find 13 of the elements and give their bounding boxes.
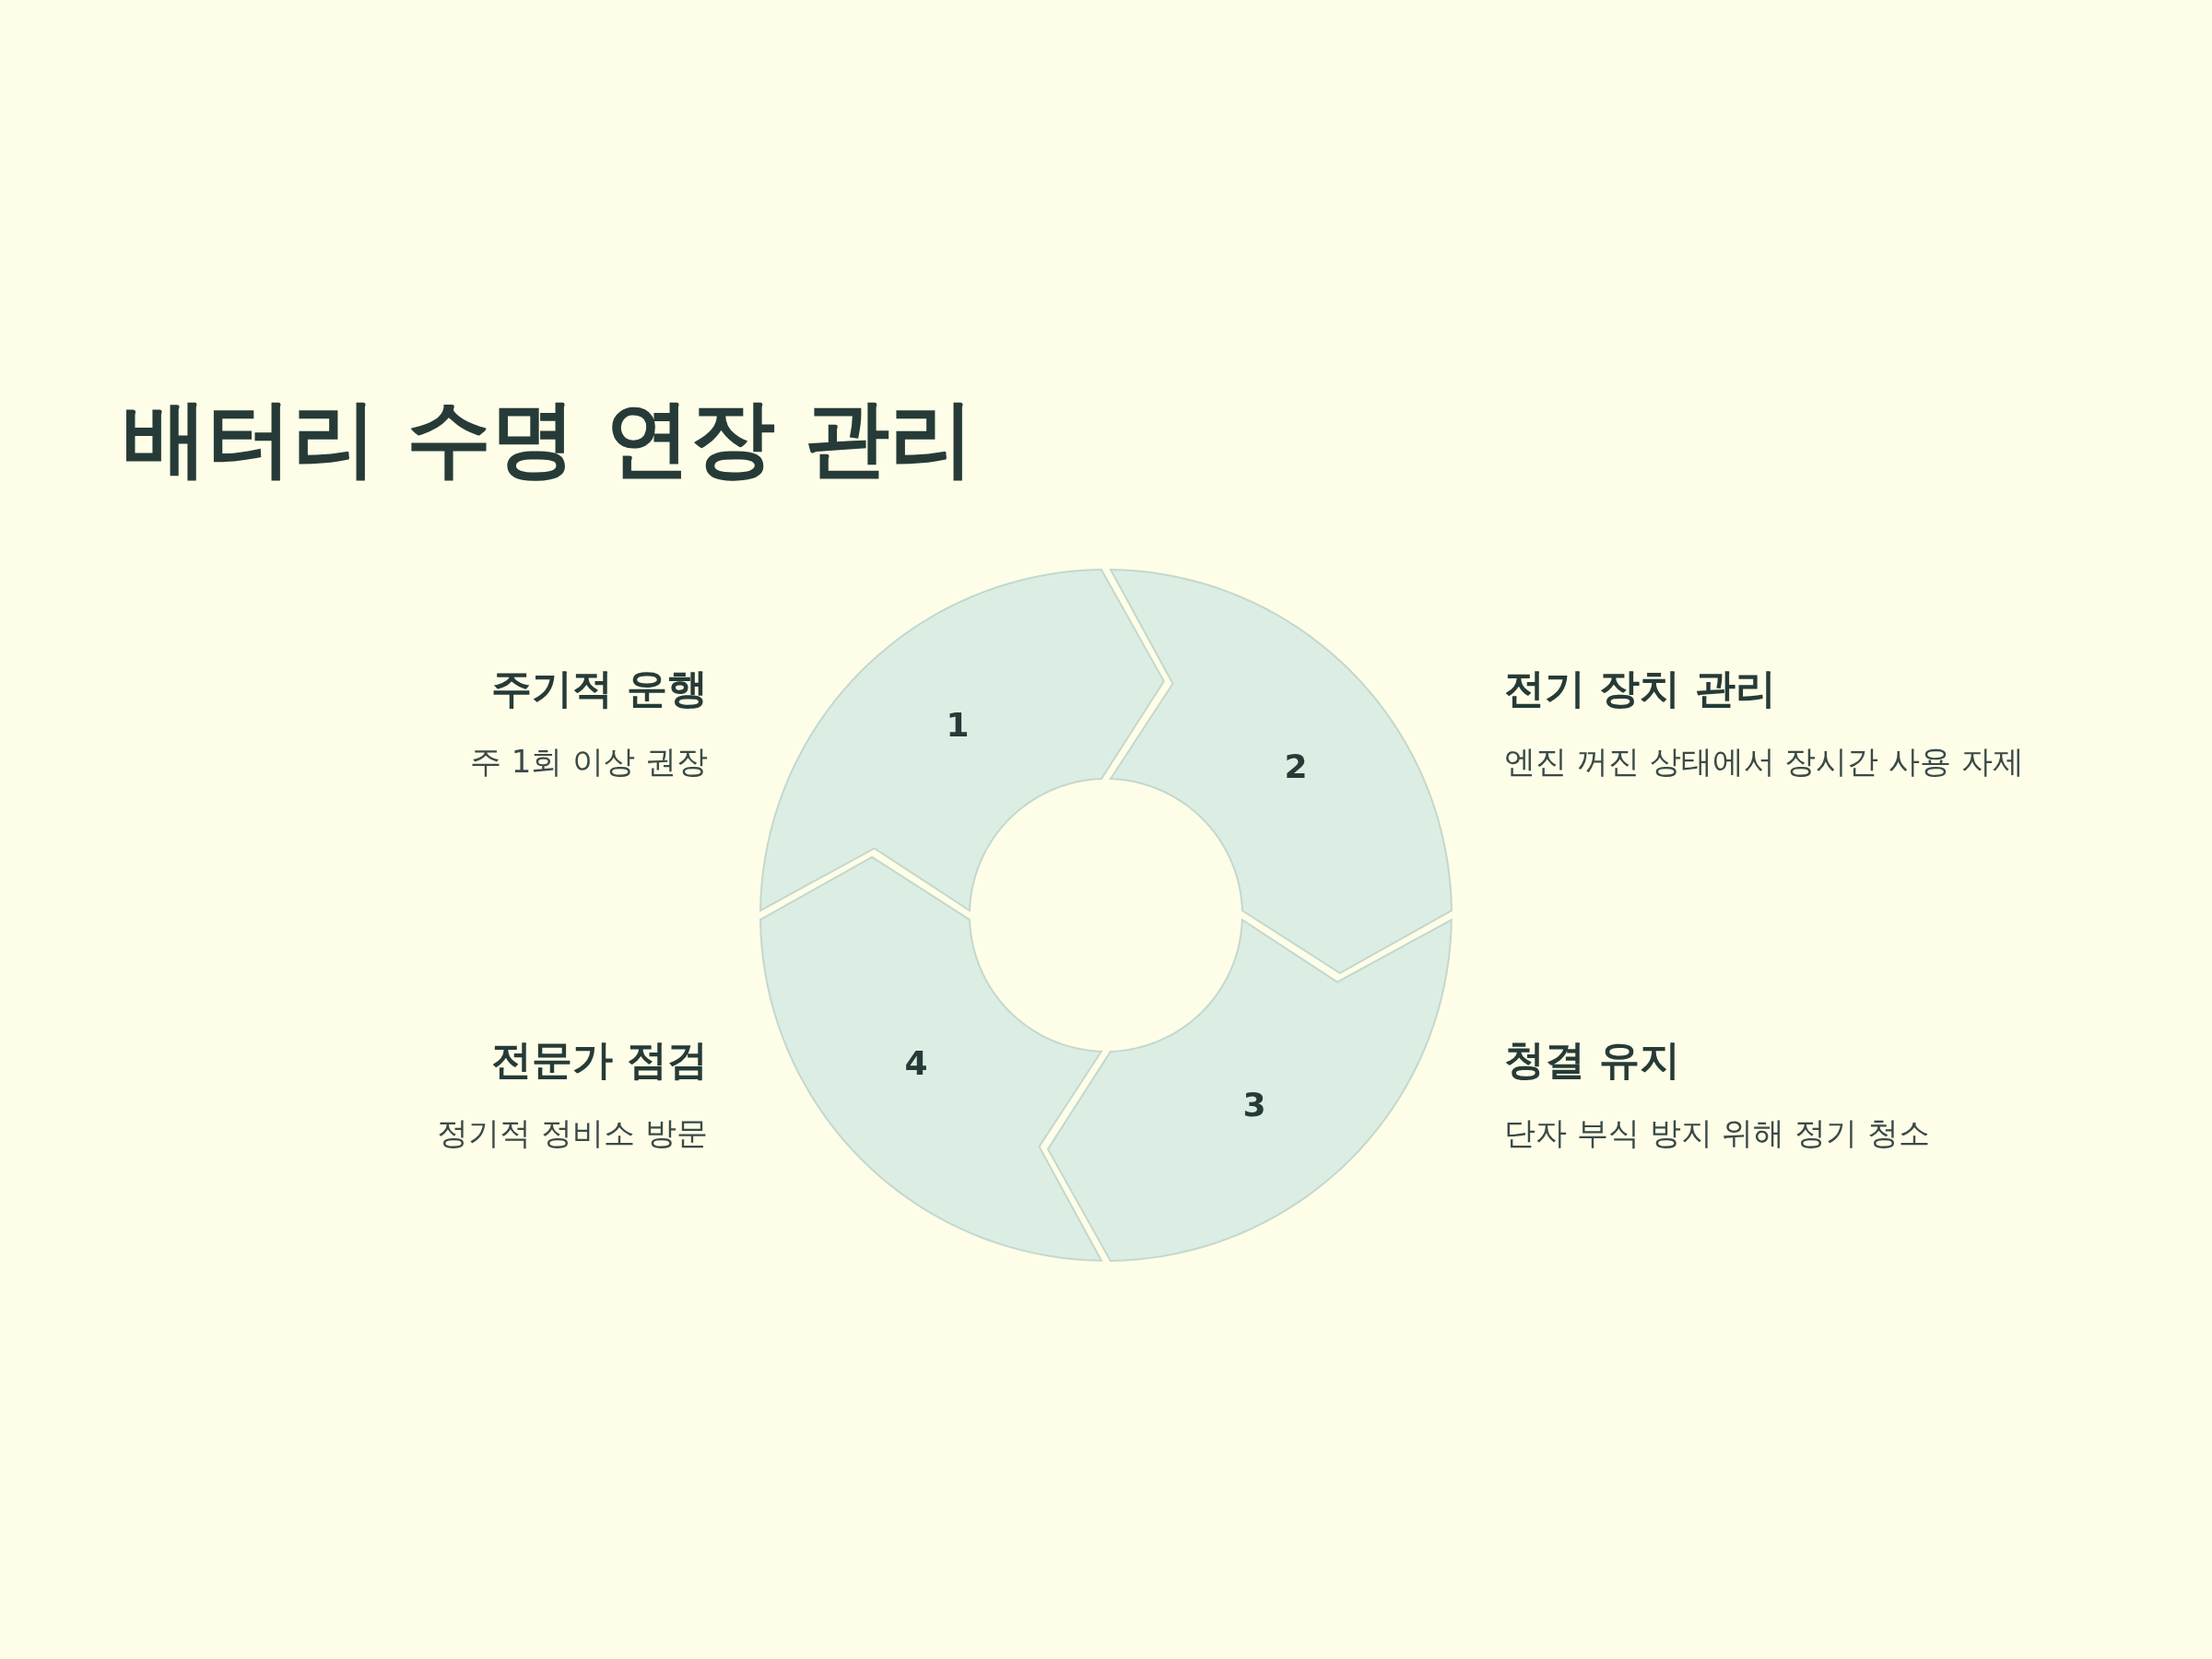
step-number: 3 [1242, 1088, 1266, 1123]
step-heading: 전문가 점검 [490, 1036, 708, 1085]
step-number: 1 [946, 708, 970, 742]
title: 배터리 수명 연장 관리 [123, 392, 975, 486]
step-heading: 주기적 운행 [490, 665, 708, 713]
step-number: 4 [904, 1047, 928, 1080]
step-description: 정기적 정비소 방문 [437, 1114, 708, 1152]
step-heading: 전기 장치 관리 [1504, 665, 1776, 713]
step-description: 엔진 꺼진 상태에서 장시간 사용 자제 [1504, 743, 2025, 781]
step-heading: 청결 유지 [1504, 1036, 1681, 1085]
step-description: 단자 부식 방지 위해 정기 청소 [1504, 1114, 1931, 1152]
step-number: 2 [1284, 750, 1308, 783]
step-description: 주 1회 이상 권장 [469, 743, 708, 781]
